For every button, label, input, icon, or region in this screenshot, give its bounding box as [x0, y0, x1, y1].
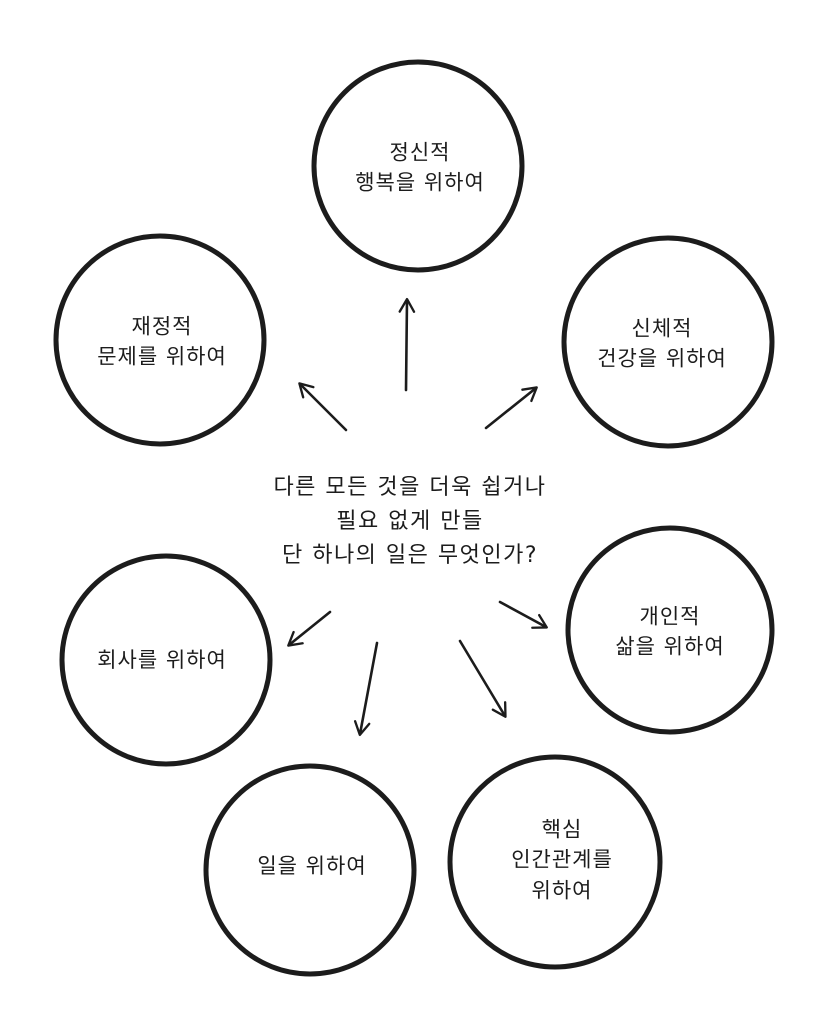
goal-line: 회사를 위하여 [97, 647, 227, 672]
question-line: 필요 없게 만들 [336, 508, 484, 534]
goal-line: 건강을 위하여 [597, 347, 727, 371]
goal-label-personal: 개인적 삶을 위하여 [615, 602, 724, 663]
goal-label-physical: 신체적 건강을 위하여 [597, 314, 727, 375]
question-line: 다른 모든 것을 더욱 쉽거나 [273, 474, 547, 500]
arrow-to-work [353, 641, 379, 737]
circle-spiritual [311, 59, 525, 273]
goal-line: 정신적 [389, 140, 451, 165]
circle-personal [565, 525, 775, 735]
circle-core [447, 754, 663, 970]
circle-financial [53, 233, 267, 447]
arrow-to-personal [498, 600, 548, 629]
goal-line: 삶을 위하여 [615, 635, 725, 659]
goal-line: 신체적 [631, 316, 693, 341]
goal-label-financial: 재정적 문제를 위하여 [97, 312, 227, 373]
goal-line: 위하여 [531, 878, 593, 903]
arrow-to-physical [484, 386, 538, 430]
circle-company [59, 553, 273, 767]
goal-label-core: 핵심 인간관계를 위하여 [511, 814, 613, 905]
circle-physical [561, 235, 775, 449]
goal-line: 개인적 [639, 604, 701, 629]
arrow-to-spiritual [398, 297, 416, 392]
goal-line: 행복을 위하여 [355, 171, 485, 195]
goal-line: 인간관계를 [511, 847, 613, 872]
goal-line: 문제를 위하여 [97, 345, 227, 369]
goal-line: 재정적 [131, 314, 193, 339]
central-question: 다른 모든 것을 더욱 쉽거나 필요 없게 만들 단 하나의 일은 무엇인가? [273, 471, 546, 573]
goal-line: 핵심 [541, 817, 583, 842]
goal-line: 일을 위하여 [257, 853, 367, 878]
goal-label-company: 회사를 위하여 [97, 645, 227, 675]
circle-work [203, 763, 417, 977]
arrow-to-company [287, 610, 332, 647]
question-line: 단 하나의 일은 무엇인가? [281, 543, 539, 569]
arrow-to-core [458, 639, 507, 718]
arrow-to-financial [298, 382, 348, 432]
goal-label-spiritual: 정신적 행복을 위하여 [355, 138, 485, 199]
goal-label-work: 일을 위하여 [257, 851, 366, 881]
